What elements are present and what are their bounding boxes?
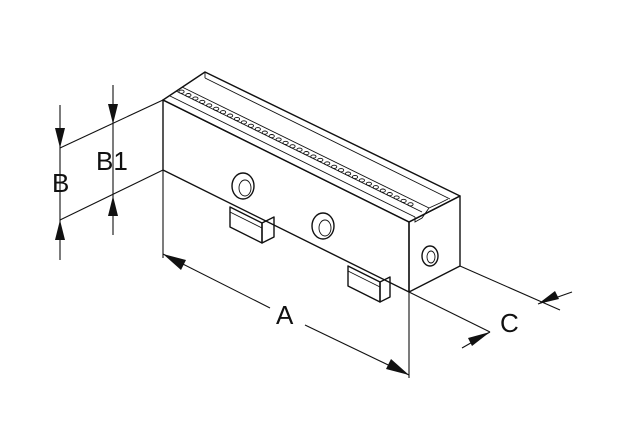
serration-tooth [400, 198, 407, 203]
serration-tooth [268, 134, 275, 139]
serration-tooth [372, 185, 379, 190]
serration-tooth [178, 89, 185, 94]
serration-tooth [261, 130, 268, 135]
serration-tooth [185, 93, 192, 98]
serration-tooth [317, 157, 324, 162]
serration-tooth [331, 164, 338, 169]
chamfer-line-3 [181, 86, 430, 209]
serration-tooth [254, 127, 261, 132]
back-edge-line [204, 77, 451, 200]
label-a: A [276, 300, 294, 330]
serration-tooth [213, 106, 220, 111]
serration-tooth [289, 144, 296, 149]
serration-tooth [282, 140, 289, 145]
front-hole-left [231, 172, 255, 200]
label-c: C [500, 308, 519, 338]
serration-tooth [365, 181, 372, 186]
serration-tooth [351, 174, 359, 180]
serration-tooth [310, 154, 317, 159]
dimension-b [55, 99, 164, 260]
serration-tooth [296, 147, 303, 152]
groove-end [428, 198, 449, 209]
dimension-c [408, 265, 573, 349]
dimension-a [162, 170, 410, 378]
tenon-left [229, 206, 275, 244]
serration-tooth [220, 110, 227, 115]
serration-tooth [199, 99, 206, 104]
jaw-body [162, 71, 461, 303]
serration-tooth [303, 151, 310, 156]
serration-tooth [275, 137, 282, 142]
end-hole [421, 245, 439, 267]
serration-tooth [345, 171, 352, 176]
serration-tooth [393, 195, 400, 200]
chamfer-line-1 [169, 95, 416, 218]
serration-tooth [240, 120, 247, 125]
serration-tooth [247, 123, 254, 128]
serration-tooth [379, 188, 386, 193]
serration-tooth [227, 113, 234, 118]
front-hole-right [311, 212, 335, 240]
serration-tooth [338, 168, 345, 173]
serration-tooth [233, 116, 241, 122]
serration-teeth [178, 89, 414, 207]
groove-notch [414, 207, 430, 223]
label-b: B [52, 168, 69, 198]
serration-tooth [324, 161, 331, 166]
serration-tooth [407, 202, 414, 207]
serration-tooth [358, 178, 365, 183]
tenon-right [347, 265, 391, 303]
label-b1: B1 [96, 146, 128, 176]
serration-tooth [386, 192, 393, 197]
serration-tooth [206, 103, 213, 108]
top-face [162, 71, 461, 223]
serration-tooth [192, 96, 199, 101]
end-face [408, 195, 461, 293]
dimension-b1 [108, 85, 118, 235]
